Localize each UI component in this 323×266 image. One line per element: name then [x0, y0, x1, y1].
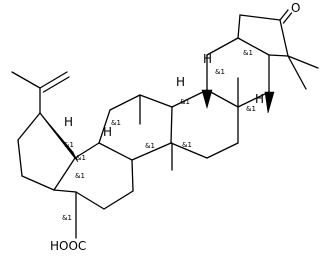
hydrogen-label: H: [203, 52, 212, 66]
isopropenyl-group: [11, 71, 70, 114]
acid-label: HOOC: [50, 239, 86, 253]
gem-dimethyl: [287, 55, 319, 90]
hydrogen-label: H: [255, 92, 264, 106]
stereo-label: &1: [180, 98, 190, 106]
stereo-label: &1: [62, 214, 72, 222]
stereo-annotations: &1 &1 &1 &1 &1 &1 &1 &1 &1 &1 &1: [62, 49, 256, 222]
stereo-label: &1: [111, 119, 121, 127]
oxygen-label: O: [291, 1, 300, 15]
ketone-double-bond: [279, 9, 293, 24]
wedge-bonds: [39, 89, 275, 163]
ring-b: [170, 89, 239, 159]
stereo-label: &1: [64, 141, 74, 149]
stereo-label: &1: [76, 154, 86, 162]
ring-a: [206, 37, 270, 108]
stereo-label: &1: [243, 49, 253, 57]
hydrogen-label: H: [64, 115, 73, 129]
hydrogen-labels: H H H H H: [64, 52, 264, 139]
ring-d: [53, 142, 134, 210]
angular-methyls: [139, 77, 239, 171]
stereo-label: &1: [75, 172, 85, 180]
stereo-label: &1: [215, 68, 225, 76]
stereo-label: &1: [145, 142, 155, 150]
stereo-label: &1: [182, 141, 192, 149]
ring-c: [98, 94, 173, 161]
hydrogen-label: H: [176, 75, 185, 89]
hydrogen-label: H: [103, 125, 112, 139]
atom-labels: O HOOC: [50, 1, 300, 253]
stereo-label: &1: [246, 105, 256, 113]
cyclopentanone-ring: [237, 14, 289, 57]
